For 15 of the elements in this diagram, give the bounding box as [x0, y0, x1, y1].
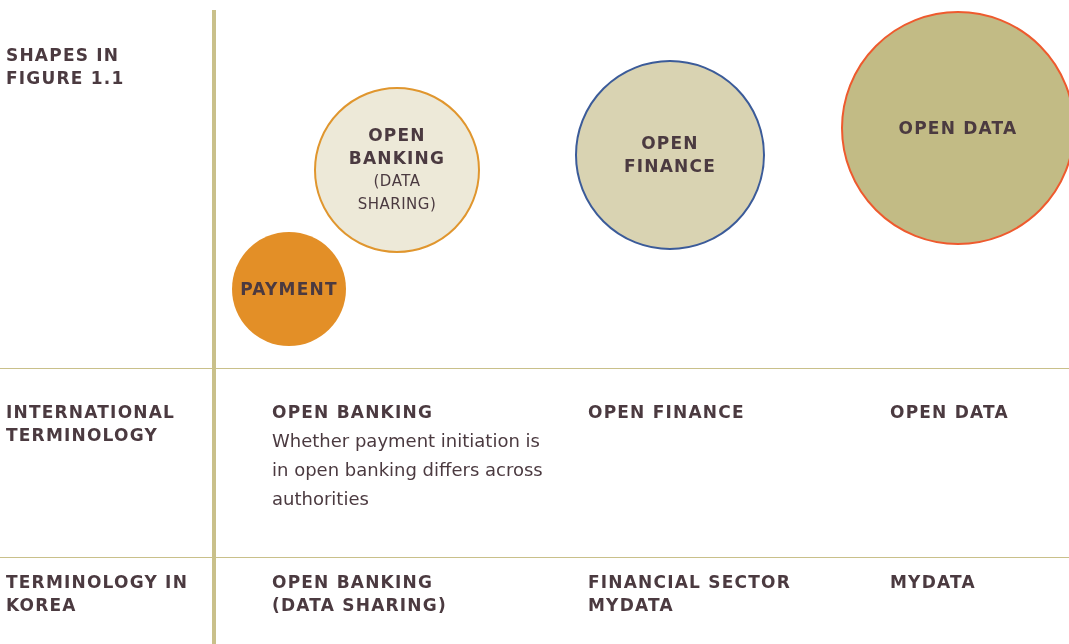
row-heading: TERMINOLOGY IN KOREA	[6, 571, 190, 617]
term-label: FINANCIAL SECTOR MYDATA	[588, 571, 792, 617]
circle-title: OPEN BANKING	[347, 124, 447, 170]
term-label: MYDATA	[890, 571, 977, 594]
term-label: OPEN BANKING (DATA SHARING)	[272, 571, 448, 617]
circle-title: PAYMENT	[239, 277, 339, 301]
term-label: OPEN BANKING	[272, 401, 435, 424]
row-heading: SHAPES IN FIGURE 1.1	[6, 44, 126, 90]
term-label: OPEN FINANCE	[588, 401, 746, 424]
circle-title: OPEN DATA	[898, 116, 1018, 140]
term-label: OPEN DATA	[890, 401, 1010, 424]
note-text: Whether payment initiation is in open banking differs across authorities	[272, 429, 544, 511]
circle-note: (DATA SHARING)	[356, 171, 438, 215]
circle-title: OPEN FINANCE	[622, 132, 717, 178]
row-heading: INTERNATIONAL TERMINOLOGY	[6, 401, 177, 447]
